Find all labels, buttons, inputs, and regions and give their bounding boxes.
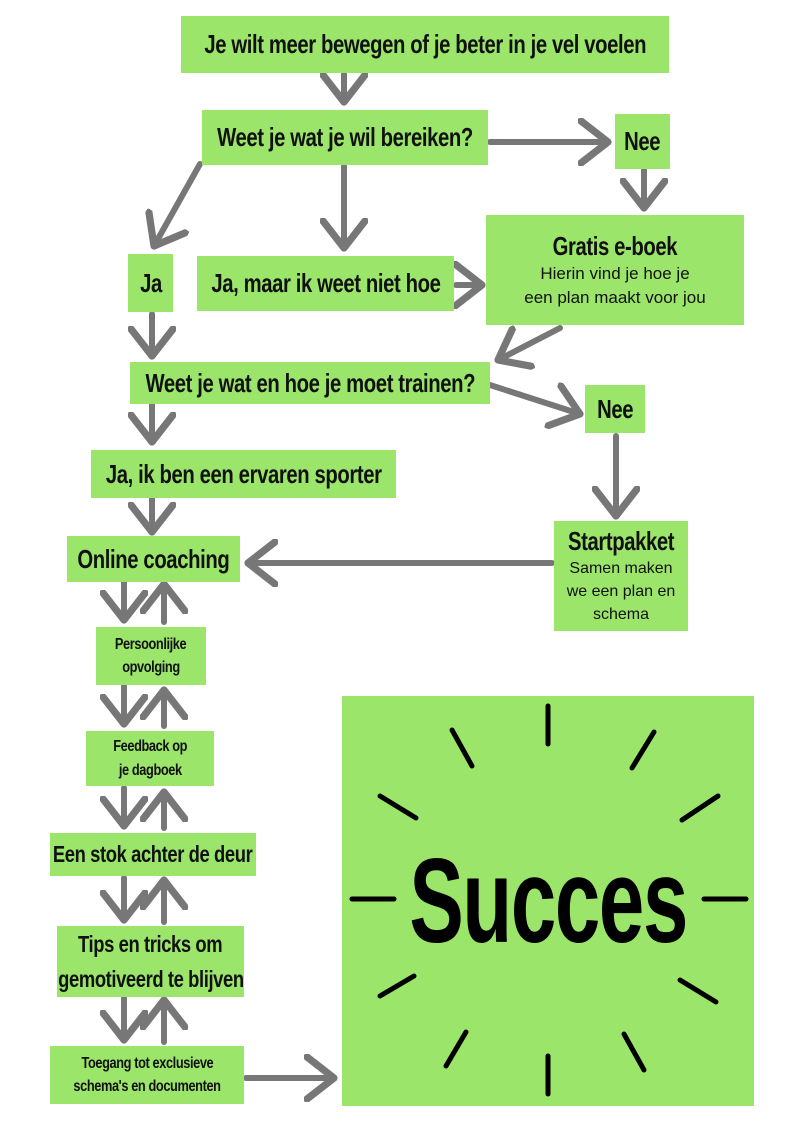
tips-node: Tips en tricks om gemotiveerd te blijven: [57, 926, 244, 997]
goal-question-node: Weet je wat je wil bereiken?: [202, 110, 488, 165]
train-question-label: Weet je wat en hoe je moet trainen?: [145, 367, 475, 398]
toegang-line2: schema's en documenten: [73, 1078, 221, 1095]
online-coaching-node: Online coaching: [67, 536, 240, 582]
ray-right-lower: [677, 977, 719, 1005]
feedback-line1: Feedback op: [113, 738, 187, 756]
ray-right-upper: [679, 793, 721, 823]
succes-node: Succes: [342, 696, 754, 1106]
start-node: Je wilt meer bewegen of je beter in je v…: [181, 16, 669, 73]
ebook-line2: een plan maakt voor jou: [524, 287, 706, 307]
feedback-node: Feedback op je dagboek: [86, 731, 214, 786]
ray-left-upper: [377, 793, 419, 821]
ray-top-right: [629, 729, 657, 771]
goal-question-label: Weet je wat je wil bereiken?: [217, 122, 473, 152]
ebook-title: Gratis e-boek: [552, 230, 678, 261]
sunburst-rays: [349, 703, 749, 1097]
ray-bottom-right: [621, 1031, 647, 1073]
tips-line2: gemotiveerd te blijven: [57, 965, 244, 992]
ray-top-left: [449, 727, 475, 769]
toegang-node: Toegang tot exclusieve schema's en docum…: [50, 1046, 244, 1104]
tips-line1: Tips en tricks om: [78, 931, 223, 957]
startpakket-node: Startpakket Samen maken we een plan en s…: [554, 521, 688, 631]
ja-label: Ja: [139, 267, 162, 298]
stok-label: Een stok achter de deur: [53, 841, 253, 867]
arrow-train-to-nee: [487, 382, 580, 414]
opvolging-node: Persoonlijke opvolging: [96, 627, 206, 685]
arrow-ebook-to-train: [498, 325, 563, 360]
succes-label: Succes: [409, 834, 688, 968]
online-coaching-label: Online coaching: [77, 543, 230, 574]
ervaren-node: Ja, ik ben een ervaren sporter: [91, 450, 396, 498]
ray-bottom-left: [443, 1029, 469, 1069]
opvolging-line1: Persoonlijke: [115, 635, 187, 653]
train-question-node: Weet je wat en hoe je moet trainen?: [130, 362, 490, 404]
toegang-line1: Toegang tot exclusieve: [81, 1054, 213, 1072]
startpakket-title: Startpakket: [567, 525, 675, 556]
ervaren-label: Ja, ik ben een ervaren sporter: [105, 458, 382, 489]
nee-label-1: Nee: [624, 126, 661, 156]
startpakket-line2: we een plan en: [566, 582, 676, 600]
feedback-line2: je dagboek: [118, 761, 182, 779]
ja-maar-label: Ja, maar ik weet niet hoe: [210, 268, 441, 298]
nee-node-2: Nee: [585, 385, 645, 433]
nee-node-1: Nee: [615, 114, 670, 169]
opvolging-line2: opvolging: [122, 659, 180, 676]
arrow-goal-to-ja: [154, 161, 203, 246]
nee-label-2: Nee: [596, 393, 634, 424]
ebook-node: Gratis e-boek Hierin vind je hoe je een …: [486, 215, 744, 325]
ja-node: Ja: [128, 254, 173, 312]
startpakket-line3: schema: [592, 606, 650, 624]
startpakket-line1: Samen maken: [569, 559, 673, 577]
stok-node: Een stok achter de deur: [50, 833, 256, 876]
ray-left-lower: [377, 973, 417, 999]
start-label: Je wilt meer bewegen of je beter in je v…: [204, 29, 646, 59]
ebook-line1: Hierin vind je hoe je: [540, 263, 690, 283]
ja-maar-node: Ja, maar ik weet niet hoe: [197, 256, 454, 311]
